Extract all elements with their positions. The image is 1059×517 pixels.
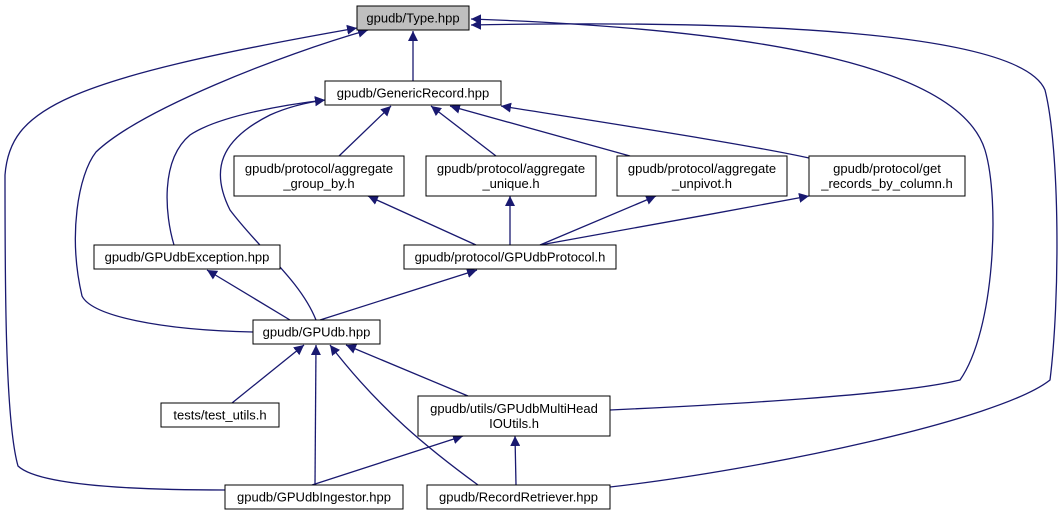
edge-gpudb-hpp-to-gpudb-exception [206,269,291,321]
edge-multihead-io-utils-to-type-hpp [470,14,994,411]
node-gpudb-hpp[interactable]: gpudb/GPUdb.hpp [252,319,381,345]
edge-gpudb-protocol-to-agg-group-by [367,195,477,246]
edge-gpudb-protocol-to-get-records-by-column [539,192,810,246]
node-agg-unique[interactable]: gpudb/protocol/aggregate_unique.h [425,155,597,197]
node-label: gpudb/protocol/aggregate [245,161,393,176]
node-label: _group_by.h [282,176,354,191]
edge-gpudb-ingestor-to-type-hpp [4,24,358,491]
edge-gpudb-hpp-to-gpudb-protocol [319,268,478,321]
node-agg-group-by[interactable]: gpudb/protocol/aggregate_group_by.h [233,155,405,197]
edge-agg-group-by-to-generic-record [338,105,392,157]
edge-record-retriever-to-gpudb-hpp [329,344,479,486]
edge-agg-unpivot-to-generic-record [449,103,631,157]
node-box [356,5,470,31]
node-label: _unique.h [481,176,539,191]
node-label: gpudb/Type.hpp [366,11,459,26]
node-box [417,395,611,437]
edges-layer [4,14,1058,491]
node-generic-record[interactable]: gpudb/GenericRecord.hpp [324,80,502,106]
node-box [425,155,597,197]
node-label: IOUtils.h [489,416,539,431]
edge-gpudb-ingestor-to-gpudb-hpp [310,344,321,486]
node-box [808,155,966,197]
node-label: gpudb/RecordRetriever.hpp [439,490,598,505]
node-agg-unpivot[interactable]: gpudb/protocol/aggregate_unpivot.h [616,155,788,197]
edge-gpudb-ingestor-to-multihead-io-utils [311,434,464,486]
node-record-retriever[interactable]: gpudb/RecordRetriever.hpp [426,484,611,510]
edge-get-records-by-column-to-generic-record [500,102,810,159]
node-label: gpudb/utils/GPUdbMultiHead [430,401,598,416]
node-label: gpudb/protocol/GPUdbProtocol.h [415,250,606,265]
node-gpudb-protocol[interactable]: gpudb/protocol/GPUdbProtocol.h [403,244,617,270]
edge-gpudb-protocol-to-agg-unpivot [539,195,657,246]
node-box [324,80,502,106]
node-box [426,484,611,510]
node-label: gpudb/GPUdb.hpp [263,325,371,340]
node-label: gpudb/protocol/aggregate [437,161,585,176]
node-box [93,244,281,270]
node-box [403,244,617,270]
node-label: gpudb/GPUdbIngestor.hpp [237,490,391,505]
node-get-records-by-column[interactable]: gpudb/protocol/get_records_by_column.h [808,155,966,197]
edge-gpudb-hpp-to-type-hpp [74,27,369,333]
node-box [252,319,381,345]
edge-gpudb-hpp-to-generic-record [219,96,326,321]
edge-record-retriever-to-type-hpp [470,19,1058,488]
nodes-layer: gpudb/Type.hpp gpudb/GenericRecord.hpp gpu… [93,5,966,510]
node-test-utils[interactable]: tests/test_utils.h [160,402,280,428]
node-box [233,155,405,197]
node-label: gpudb/GPUdbException.hpp [105,250,270,265]
edge-record-retriever-to-multihead-io-utils [510,435,521,486]
edge-multihead-io-utils-to-gpudb-hpp [345,344,469,397]
edge-gpudb-exception-to-generic-record [166,96,326,246]
node-label: _unpivot.h [671,176,732,191]
edge-test-utils-to-gpudb-hpp [231,344,305,404]
node-type-hpp: gpudb/Type.hpp [356,5,470,31]
node-box [616,155,788,197]
edge-agg-unique-to-generic-record [430,105,497,157]
node-gpudb-ingestor[interactable]: gpudb/GPUdbIngestor.hpp [224,484,404,510]
node-box [160,402,280,428]
node-gpudb-exception[interactable]: gpudb/GPUdbException.hpp [93,244,281,270]
node-label: gpudb/GenericRecord.hpp [337,86,490,101]
node-label: tests/test_utils.h [173,408,266,423]
node-label: _records_by_column.h [820,176,953,191]
node-label: gpudb/protocol/aggregate [628,161,776,176]
node-label: gpudb/protocol/get [833,161,941,176]
node-box [224,484,404,510]
